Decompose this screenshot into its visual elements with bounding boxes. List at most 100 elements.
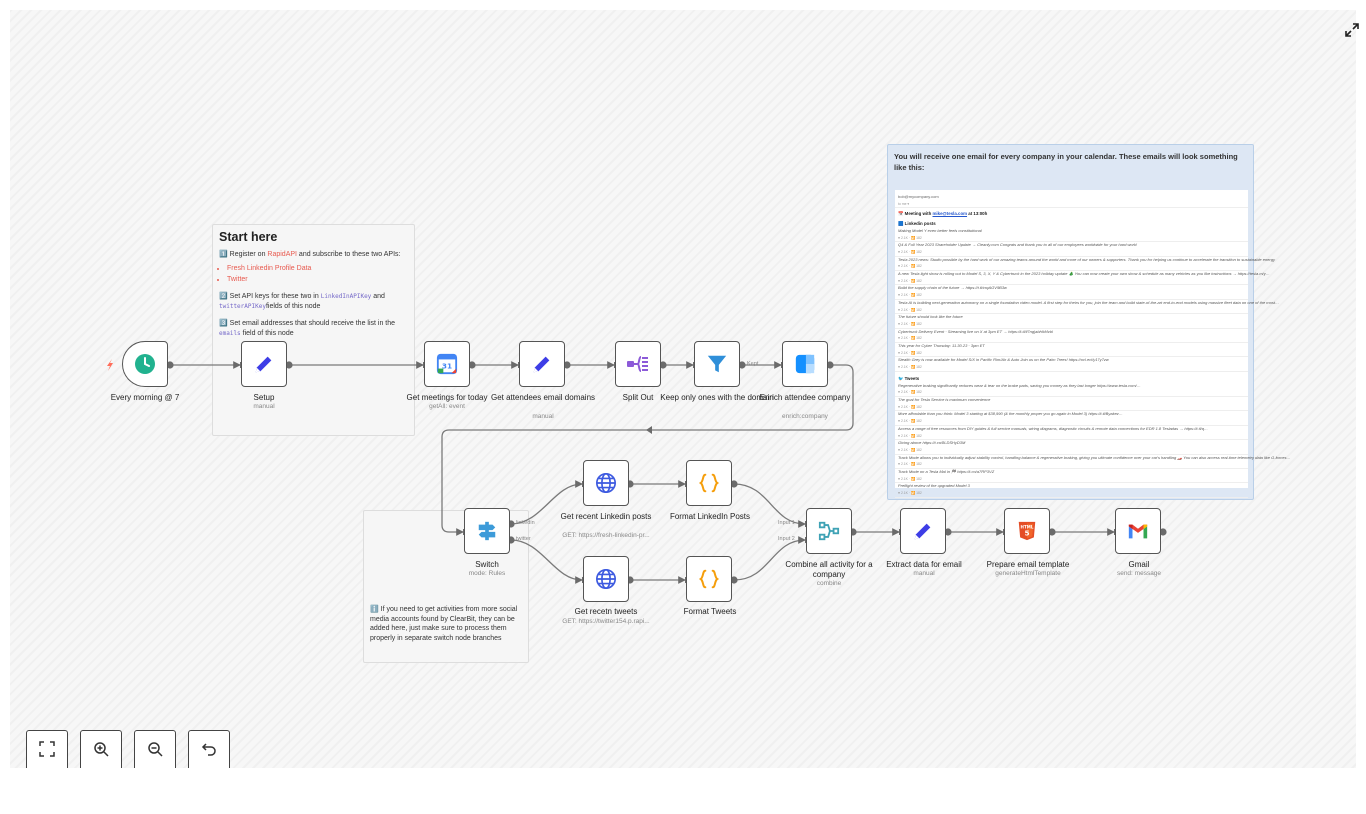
zoom-in-button[interactable]	[80, 730, 122, 772]
post-divider	[895, 298, 1248, 300]
handle-label-kept: Kept	[747, 361, 759, 367]
node-subtitle: generateHtmlTemplate	[995, 570, 1061, 577]
zoom-out-button[interactable]	[134, 730, 176, 772]
node-subtitle: send: message	[1116, 570, 1162, 577]
sticky-note-start-here[interactable]: Start here 1️⃣ Register on RapidAPI and …	[212, 224, 415, 436]
post-stats: ♥ 2.1K · 🔁 182	[898, 462, 922, 467]
rapidapi-link[interactable]: RapidAPI	[267, 251, 297, 258]
email-tweet: Giving above https://t.co/8LDSHyD3M	[898, 440, 966, 446]
workflow-connections	[107, 359, 1167, 584]
fit-view-button[interactable]	[26, 730, 68, 772]
post-divider	[895, 327, 1248, 329]
code-braces-icon	[697, 471, 721, 495]
node-subtitle: GET: https://fresh-linkedin-pr...	[562, 532, 650, 539]
post-divider	[895, 255, 1248, 257]
post-stats: ♥ 2.1K · 🔁 182	[898, 476, 922, 481]
node-subtitle: enrich:company	[782, 413, 828, 420]
handle-label-twitter: twitter	[516, 536, 531, 542]
edge-fmttw-combine	[733, 536, 806, 581]
node-combine[interactable]	[806, 508, 852, 554]
node-title: Enrich attendee company	[759, 393, 851, 402]
post-divider	[895, 270, 1248, 272]
gmail-icon	[1126, 519, 1150, 543]
api-item-linkedin[interactable]: Fresh Linkedin Profile Data	[227, 263, 408, 274]
node-title: Format LinkedIn Posts	[669, 512, 751, 521]
post-stats: ♥ 2.1K · 🔁 182	[898, 404, 922, 409]
email-tweet: Track Mode on a Tesla Mal in 🏁 https://t…	[898, 469, 995, 475]
filter-icon	[705, 352, 729, 376]
zoom-in-icon	[93, 741, 109, 762]
code-braces-icon	[697, 567, 721, 591]
post-divider	[895, 453, 1248, 455]
node-title: Every morning @ 7	[110, 393, 180, 402]
clearbit-icon	[793, 352, 817, 376]
email-tweet: The goal for Tesla Service is maximum co…	[898, 396, 991, 402]
email-linkedin-post: Tesla AI is building next-generation aut…	[898, 299, 1279, 305]
node-get-tweets[interactable]	[583, 556, 629, 602]
email-tweet: Regenerative braking significantly reduc…	[898, 382, 1141, 388]
node-subtitle: manual	[253, 403, 275, 410]
sticky-social-text: ℹ️ If you need to get activities from mo…	[370, 606, 518, 642]
node-cron[interactable]	[122, 341, 168, 387]
switch-icon	[475, 519, 499, 543]
email-tweet: Access a range of free resources from DI…	[898, 425, 1208, 431]
node-subtitle: GET: https://twitter154.p.rapi...	[562, 618, 650, 625]
trigger-bolt-icon	[107, 359, 113, 371]
reset-zoom-button[interactable]	[188, 730, 230, 772]
email-to: to me ▾	[898, 201, 910, 206]
node-enrich[interactable]	[782, 341, 828, 387]
post-divider	[895, 370, 1248, 372]
node-extract[interactable]	[900, 508, 946, 554]
node-title: Switch	[475, 560, 499, 569]
edge-fmtli-combine	[733, 483, 806, 528]
email-linkedin-post: This year for Cyber Thursday: 11.30.23 ·…	[898, 343, 985, 349]
post-stats: ♥ 2.1K · 🔁 182	[898, 350, 922, 355]
email-tweet: Track Mode allows you to individually ad…	[898, 454, 1291, 460]
node-setup[interactable]	[241, 341, 287, 387]
post-stats: ♥ 2.1K · 🔁 182	[898, 321, 922, 326]
post-stats: ♥ 2.1K · 🔁 182	[898, 278, 922, 283]
node-switch[interactable]	[464, 508, 510, 554]
svg-text:31: 31	[442, 362, 452, 371]
sticky-step-2: 2️⃣ Set API keys for these two in Linked…	[219, 293, 385, 310]
sticky-email-heading: You will receive one email for every com…	[894, 152, 1238, 172]
node-title: Get recent Linkedin posts	[560, 512, 652, 521]
sticky-note-email-example[interactable]: You will receive one email for every com…	[887, 144, 1291, 500]
fullscreen-button[interactable]	[1345, 23, 1361, 39]
api-item-twitter[interactable]: Twitter	[227, 274, 408, 285]
node-filter[interactable]	[694, 341, 740, 387]
fit-view-icon	[39, 740, 55, 762]
sticky-title: Start here	[219, 230, 278, 244]
email-linkedin-post: The future should look like the future	[898, 314, 963, 320]
node-title: Get attendees email domains	[490, 393, 596, 402]
post-divider	[895, 356, 1248, 358]
node-format-tweets[interactable]	[686, 556, 732, 602]
pen-icon	[530, 352, 554, 376]
node-get-meetings[interactable]: 31	[424, 341, 470, 387]
email-linkedin-post: Stealth Grey is now available for Model …	[898, 357, 1109, 363]
node-format-linkedin[interactable]	[686, 460, 732, 506]
edge-enrich-switch	[441, 364, 854, 536]
node-gmail[interactable]	[1115, 508, 1161, 554]
node-title: Extract data for email	[886, 560, 962, 569]
globe-icon	[594, 471, 618, 495]
post-stats: ♥ 2.1K · 🔁 182	[898, 249, 922, 254]
node-get-attendees[interactable]	[519, 341, 565, 387]
workflow-canvas[interactable]: Start here 1️⃣ Register on RapidAPI and …	[10, 10, 1359, 772]
node-split-out[interactable]	[615, 341, 661, 387]
post-stats: ♥ 2.1K · 🔁 182	[898, 419, 922, 424]
globe-icon	[594, 567, 618, 591]
post-divider	[895, 342, 1248, 344]
zoom-out-icon	[147, 741, 163, 762]
post-stats: ♥ 2.1K · 🔁 182	[898, 336, 922, 341]
node-get-linkedin[interactable]	[583, 460, 629, 506]
node-title: Setup	[253, 393, 275, 402]
email-linkedin-post: Tesla 2023 news: Studio possible by the …	[898, 256, 1275, 262]
email-linkedin-header: 🟦 Linkedin posts	[898, 221, 936, 227]
clock-icon	[133, 352, 157, 376]
handle-label-input2: Input 2	[778, 536, 795, 542]
post-stats: ♥ 2.1K · 🔁 182	[898, 390, 922, 395]
post-divider	[895, 410, 1248, 412]
expand-icon	[1345, 23, 1359, 41]
